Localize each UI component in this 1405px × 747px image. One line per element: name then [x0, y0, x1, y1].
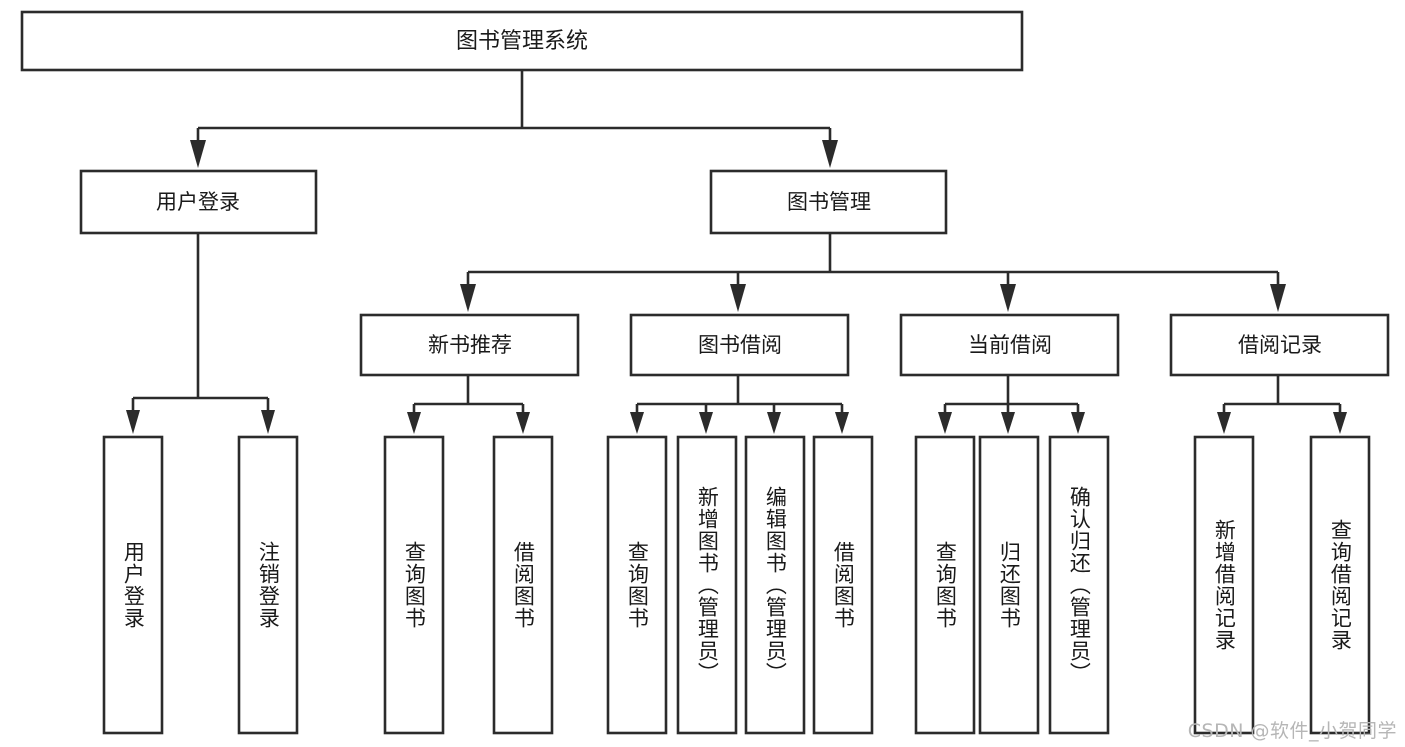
node-book-borrow-box[interactable]: [629, 313, 850, 377]
arrow-leaf-confirm-return: [1071, 412, 1085, 434]
node-current-borrow-box[interactable]: [899, 313, 1120, 377]
arrow-leaf-return-book: [1001, 412, 1015, 434]
arrow-leaf-user-logout: [261, 410, 275, 434]
arrow-leaf-query-book-1: [407, 412, 421, 434]
node-current-borrow[interactable]: 当前借阅: [899, 313, 1120, 377]
leaf-box-add-record[interactable]: [1193, 435, 1255, 735]
arrow-leaf-add-book: [699, 412, 713, 434]
arrow-leaf-borrow-book-1: [516, 412, 530, 434]
node-book-borrow[interactable]: 图书借阅: [629, 313, 850, 377]
node-book-manage[interactable]: 图书管理: [709, 169, 948, 235]
leaf-box-confirm-return[interactable]: [1048, 435, 1110, 735]
leaf-box-user-logout[interactable]: [237, 435, 299, 735]
node-new-book-recommend[interactable]: 新书推荐: [359, 313, 580, 377]
arrow-leaf-query-record: [1333, 412, 1347, 434]
arrow-user-login: [190, 140, 206, 168]
node-current-borrow-label: 当前借阅: [968, 333, 1052, 357]
node-new-book-recommend-box[interactable]: [359, 313, 580, 377]
arrow-leaf-query-book-3: [938, 412, 952, 434]
node-user-login[interactable]: 用户登录: [79, 169, 318, 235]
node-book-borrow-label: 图书借阅: [698, 333, 782, 357]
leaf-box-edit-book[interactable]: [744, 435, 806, 735]
node-new-book-recommend-label: 新书推荐: [428, 333, 512, 357]
connectors-borrow-record-to-leaves: [1217, 375, 1347, 434]
leaf-box-query-book-2[interactable]: [606, 435, 668, 735]
leaf-box-query-book-3[interactable]: [914, 435, 976, 735]
node-root[interactable]: 图书管理系统: [20, 10, 1024, 72]
node-root-label: 图书管理系统: [456, 29, 588, 54]
watermark-text: CSDN @软件_小贺同学: [1187, 720, 1397, 742]
node-user-login-label: 用户登录: [156, 190, 240, 214]
leaf-box-borrow-book-2[interactable]: [812, 435, 874, 735]
arrow-leaf-user-login: [126, 410, 140, 434]
connectors-new-book-to-leaves: [407, 375, 530, 434]
node-book-manage-label: 图书管理: [787, 190, 871, 214]
arrow-leaf-add-record: [1217, 412, 1231, 434]
connectors-book-borrow-to-leaves: [630, 375, 849, 434]
arrow-leaf-borrow-book-2: [835, 412, 849, 434]
leaf-boxes: [102, 435, 1371, 735]
leaf-box-return-book[interactable]: [978, 435, 1040, 735]
arrow-book-borrow: [730, 284, 746, 312]
node-borrow-record-label: 借阅记录: [1238, 333, 1322, 357]
arrow-leaf-query-book-2: [630, 412, 644, 434]
node-borrow-record[interactable]: 借阅记录: [1169, 313, 1390, 377]
connectors-book-manage-to-level3: [460, 233, 1286, 312]
leaf-box-user-login[interactable]: [102, 435, 164, 735]
leaf-box-add-book[interactable]: [676, 435, 738, 735]
leaf-box-query-book-1[interactable]: [383, 435, 445, 735]
connectors-root-to-level2: [190, 70, 838, 168]
connectors-current-borrow-to-leaves: [938, 375, 1085, 434]
arrow-new-book: [460, 284, 476, 312]
node-root-box[interactable]: [20, 10, 1024, 72]
arrow-borrow-record: [1270, 284, 1286, 312]
node-book-manage-box[interactable]: [709, 169, 948, 235]
arrow-leaf-edit-book: [767, 412, 781, 434]
leaf-box-borrow-book-1[interactable]: [492, 435, 554, 735]
node-borrow-record-box[interactable]: [1169, 313, 1390, 377]
arrow-current-borrow: [1000, 284, 1016, 312]
connectors-user-login-to-leaves: [126, 233, 275, 434]
leaf-box-query-record[interactable]: [1309, 435, 1371, 735]
arrow-book-manage: [822, 140, 838, 168]
node-user-login-box[interactable]: [79, 169, 318, 235]
